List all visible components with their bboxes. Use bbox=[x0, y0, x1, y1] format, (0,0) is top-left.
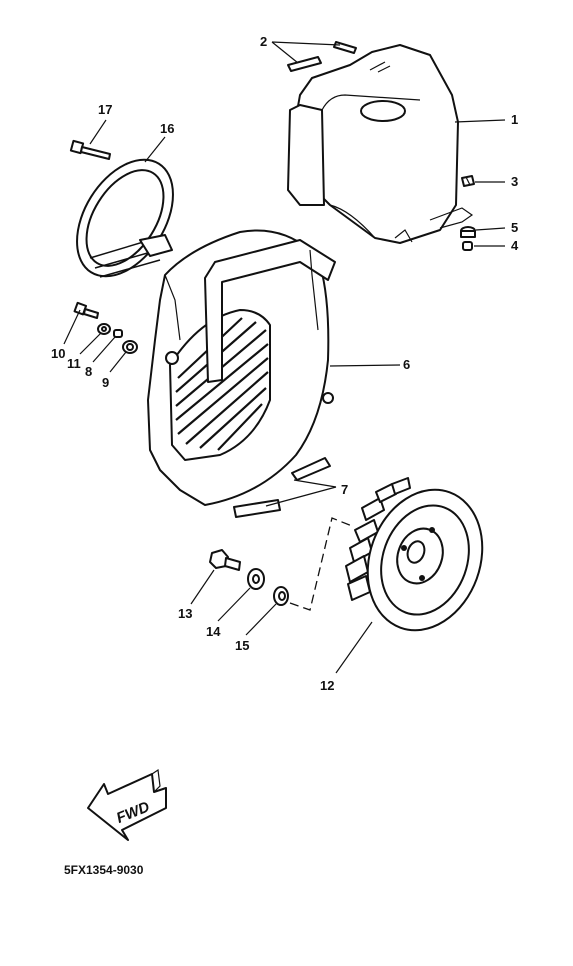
callout-6: 6 bbox=[403, 357, 410, 372]
callout-9: 9 bbox=[102, 375, 109, 390]
collar-part-8[interactable] bbox=[113, 329, 123, 338]
callout-12: 12 bbox=[320, 678, 334, 693]
washer-part-14[interactable] bbox=[247, 568, 265, 590]
forward-direction-arrow: FWD bbox=[87, 768, 167, 841]
grommet-part-9[interactable] bbox=[122, 340, 138, 354]
washer-part-11[interactable] bbox=[97, 323, 111, 335]
leader-lines bbox=[63, 41, 506, 674]
callout-10: 10 bbox=[51, 346, 65, 361]
callout-13: 13 bbox=[178, 606, 192, 621]
drawing-code: 5FX1354-9030 bbox=[64, 863, 144, 877]
callout-7: 7 bbox=[341, 482, 348, 497]
nut-part-13[interactable] bbox=[209, 549, 241, 571]
flywheel-fan-part-12[interactable] bbox=[345, 474, 501, 647]
shroud-opening bbox=[360, 100, 406, 122]
collar-part-4[interactable] bbox=[462, 241, 473, 251]
fan-shroud-part-6[interactable] bbox=[147, 229, 336, 506]
callout-5: 5 bbox=[511, 220, 518, 235]
callout-8: 8 bbox=[85, 364, 92, 379]
callout-11: 11 bbox=[67, 356, 81, 371]
bolt-part-17[interactable] bbox=[69, 139, 111, 160]
callout-2: 2 bbox=[260, 34, 267, 49]
callout-15: 15 bbox=[235, 638, 249, 653]
callout-1: 1 bbox=[511, 112, 518, 127]
bolt-part-10[interactable] bbox=[73, 301, 99, 319]
assembly-dashed-line bbox=[289, 517, 353, 611]
fan-cover-part-16[interactable] bbox=[57, 143, 193, 294]
callout-3: 3 bbox=[511, 174, 518, 189]
callout-4: 4 bbox=[511, 238, 519, 253]
callout-14: 14 bbox=[206, 624, 221, 639]
lock-washer-part-15[interactable] bbox=[273, 586, 289, 606]
grommet-part-5[interactable] bbox=[460, 226, 476, 238]
tape-part-7[interactable] bbox=[233, 457, 331, 518]
callout-16: 16 bbox=[160, 121, 174, 136]
air-shroud-part-1[interactable] bbox=[287, 44, 474, 244]
screw-part-3[interactable] bbox=[461, 175, 475, 187]
callout-17: 17 bbox=[98, 102, 112, 117]
fan-fins bbox=[345, 477, 411, 601]
